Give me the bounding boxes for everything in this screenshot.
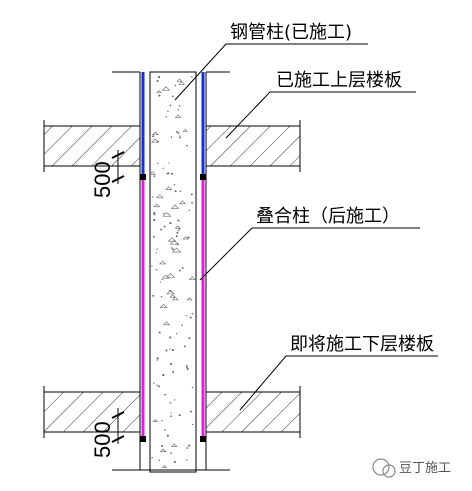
wechat-icon (372, 458, 390, 476)
column-outline (112, 71, 230, 471)
upper-floor-slab (43, 125, 301, 167)
composite-column (141, 180, 205, 440)
joint-markers (140, 174, 206, 442)
lower-dim-text: 500 (90, 421, 115, 458)
upper-floor-slab-label: 已施工上层楼板 (276, 70, 402, 91)
concrete-core (149, 71, 197, 473)
steel-pipe-column (141, 72, 205, 176)
leader-lines (174, 43, 438, 411)
upper-dimension: 500 (90, 150, 125, 198)
watermark: 豆丁施工 (372, 458, 451, 478)
watermark-text: 豆丁施工 (399, 461, 451, 476)
concrete-speckles (149, 75, 196, 468)
upper-dim-text: 500 (90, 161, 115, 198)
lower-dimension: 500 (90, 408, 125, 458)
lower-floor-slab-label: 即将施工下层楼板 (290, 334, 434, 355)
steel-pipe-column-label: 钢管柱(已施工) (230, 22, 352, 43)
composite-column-label: 叠合柱（后施工） (256, 206, 400, 227)
slab-break-lines (43, 120, 301, 438)
